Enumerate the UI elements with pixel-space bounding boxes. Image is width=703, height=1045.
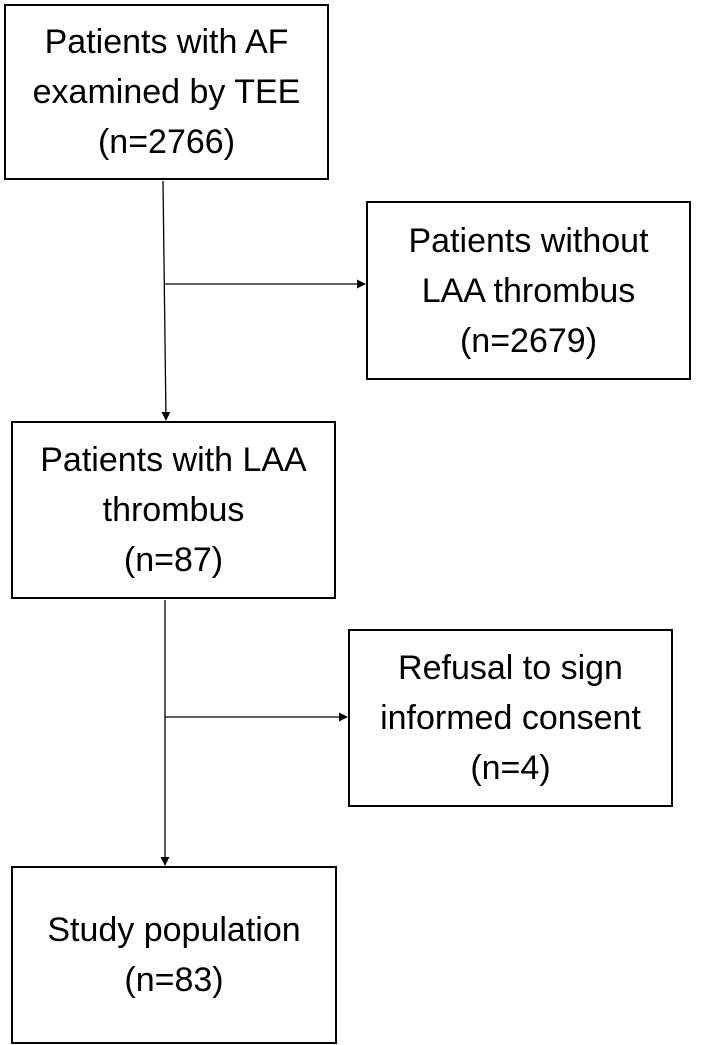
box-line: thrombus bbox=[102, 491, 245, 529]
box-line: Study population bbox=[47, 911, 301, 949]
arrow-af-to-laa bbox=[161, 180, 171, 421]
box-line: Patients with LAA bbox=[40, 441, 307, 479]
box-line: examined by TEE bbox=[32, 73, 301, 111]
box-line: Patients without bbox=[408, 221, 649, 260]
box-line: Patients with AF bbox=[44, 23, 289, 61]
box-line: informed consent bbox=[380, 699, 641, 737]
box-study-population: Study population (n=83) bbox=[11, 866, 337, 1044]
box-refusal-consent: Refusal to sign informed consent (n=4) bbox=[348, 629, 673, 807]
box-line: (n=2766) bbox=[97, 123, 236, 161]
box-line: (n=83) bbox=[124, 961, 224, 999]
box-line: LAA thrombus bbox=[421, 271, 636, 310]
box-line: (n=4) bbox=[470, 749, 551, 787]
box-patients-with-thrombus: Patients with LAA thrombus (n=87) bbox=[11, 421, 336, 599]
box-line: Refusal to sign bbox=[398, 649, 623, 687]
box-line: (n=87) bbox=[123, 541, 224, 579]
box-line: (n=2679) bbox=[459, 321, 598, 360]
box-patients-without-thrombus: Patients without LAA thrombus (n=2679) bbox=[366, 201, 691, 380]
box-patients-af-tee: Patients with AF examined by TEE (n=2766… bbox=[4, 4, 329, 180]
